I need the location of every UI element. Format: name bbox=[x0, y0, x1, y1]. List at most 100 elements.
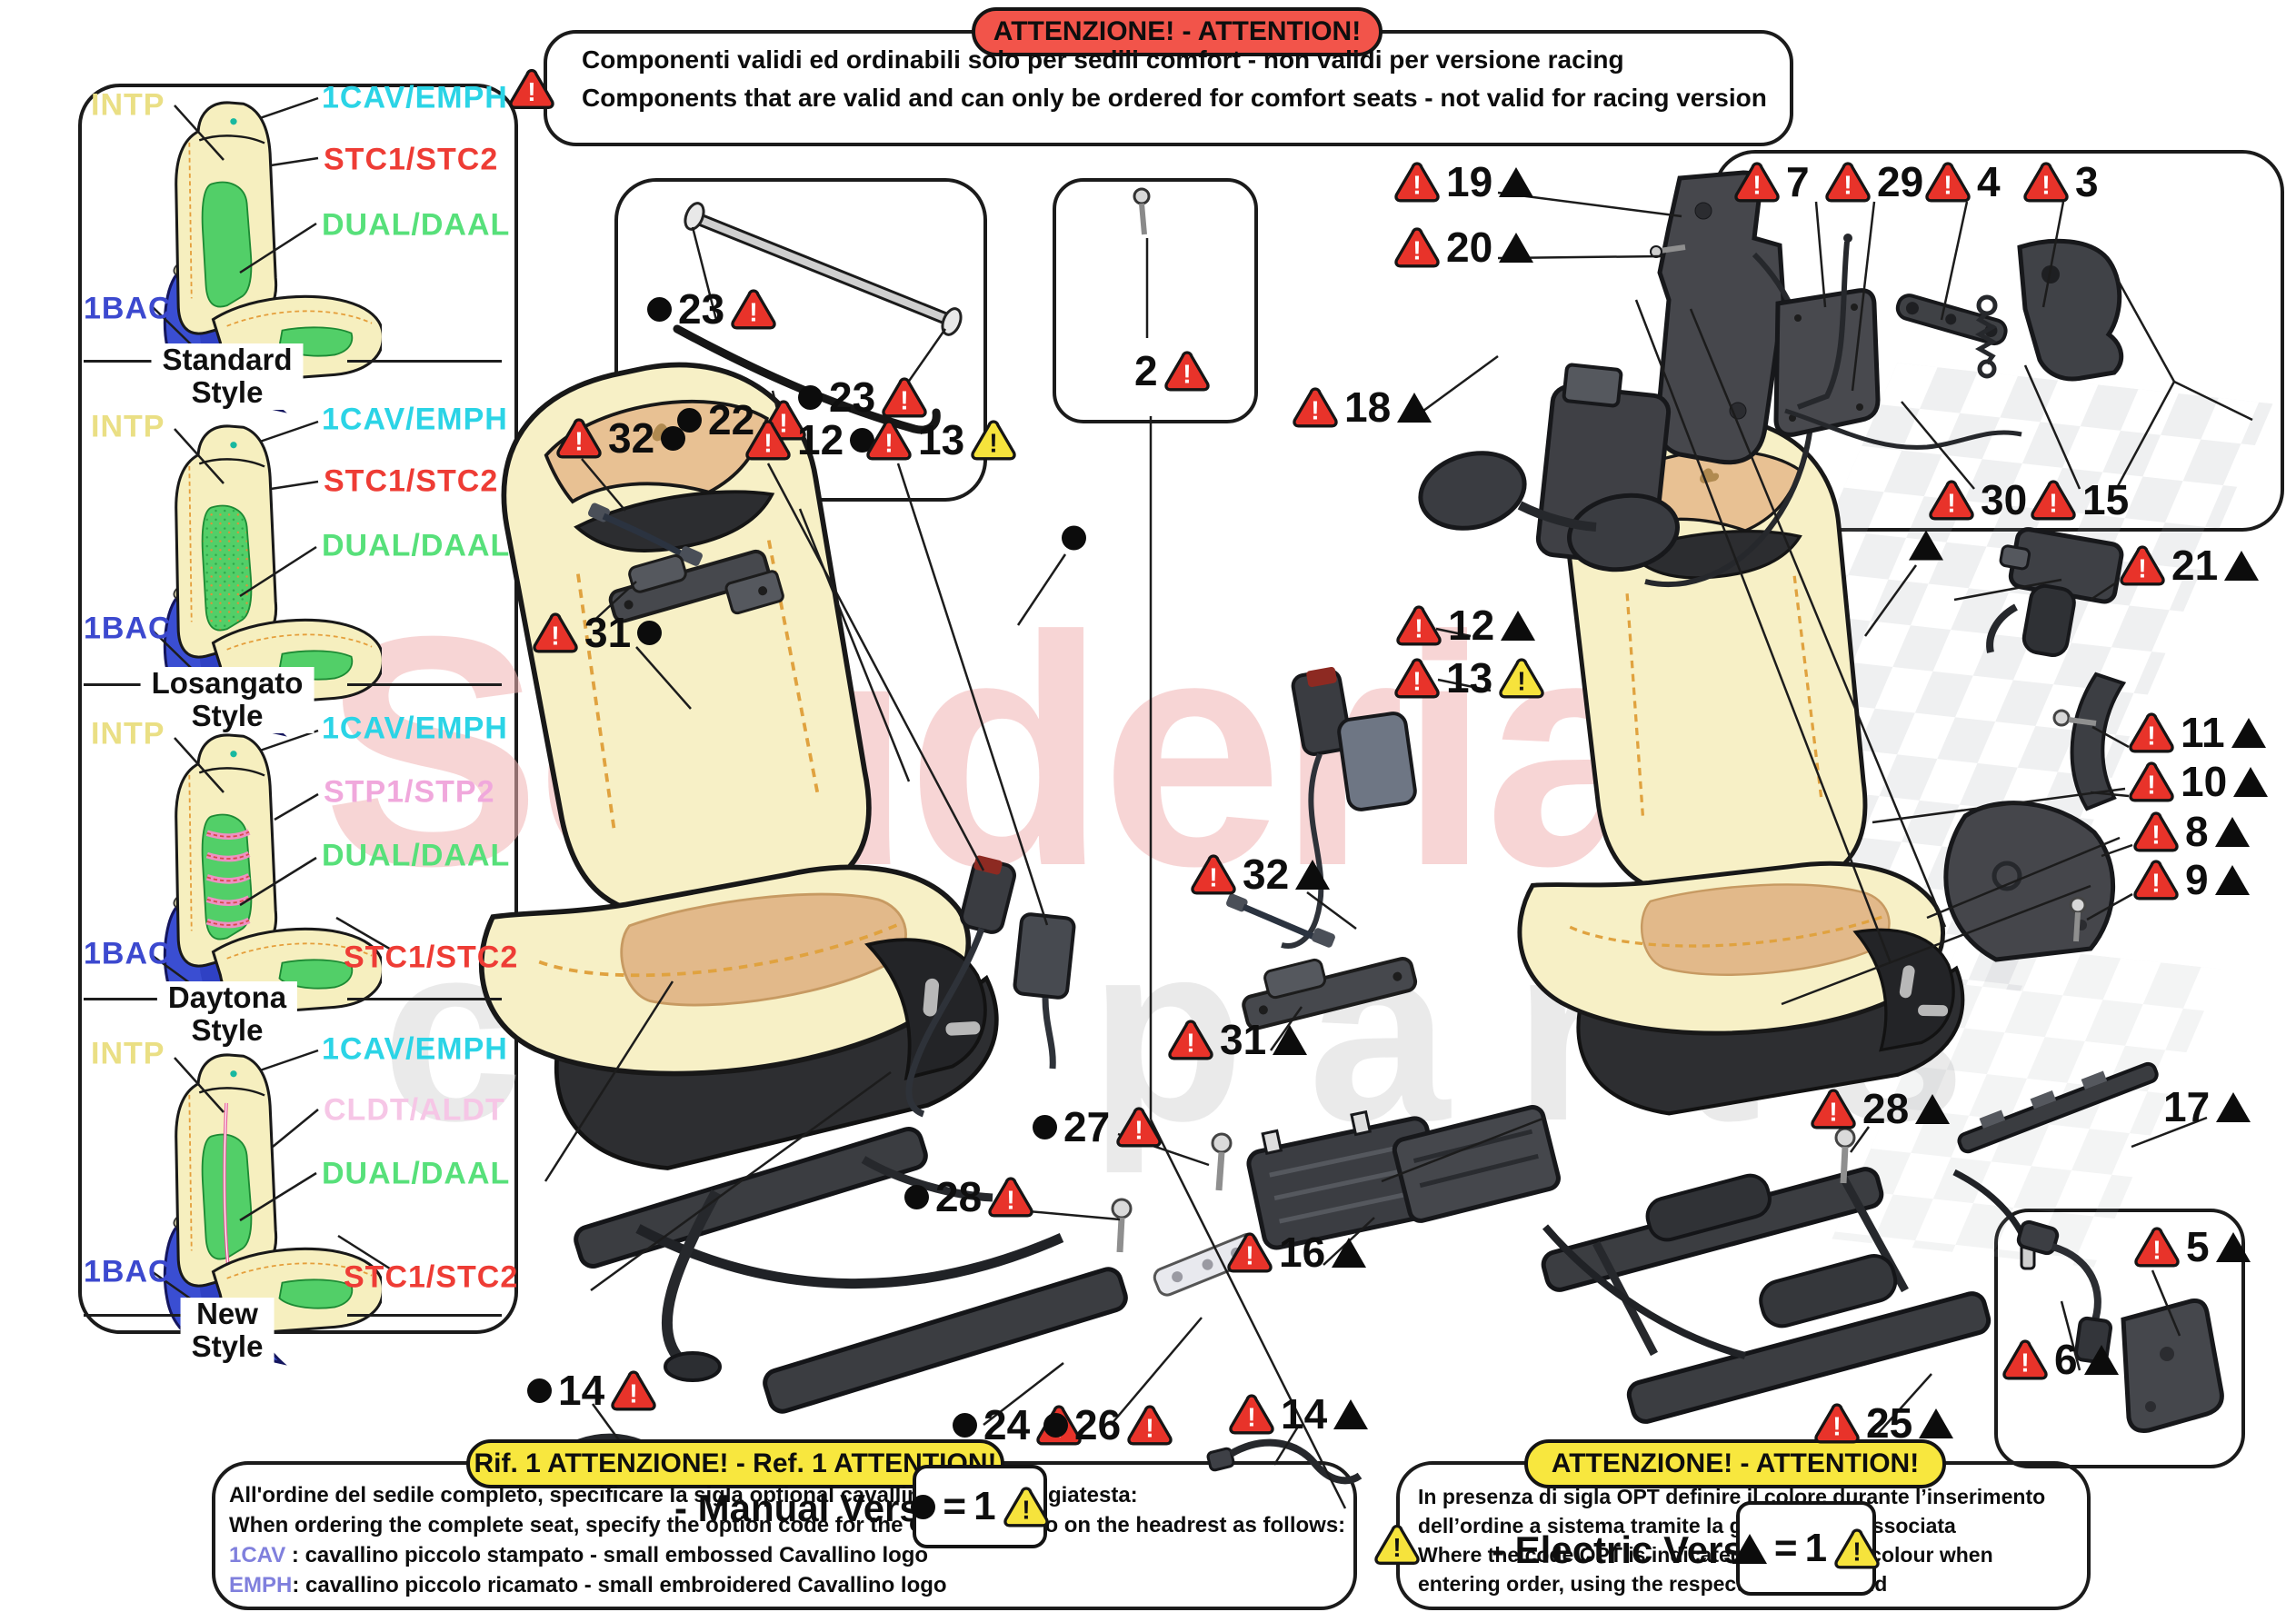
triangle-marker-icon bbox=[1273, 1024, 1308, 1055]
part-number: 31 bbox=[1220, 1016, 1267, 1063]
part-number: 11 bbox=[2181, 709, 2225, 756]
opt-notice-line1: In presenza di sigla OPT definire il col… bbox=[1418, 1485, 2046, 1508]
callout-inset-back-3: !3 bbox=[2023, 161, 2099, 203]
callout-inset-back-4: !4 bbox=[1925, 161, 2001, 203]
sensor-cable-6-and-bracket-5 bbox=[2016, 1219, 2224, 1433]
style-divider-line bbox=[347, 683, 502, 686]
triangle-marker-icon bbox=[1732, 1533, 1767, 1564]
warning-red-icon: ! bbox=[611, 1370, 656, 1411]
warning-red-icon: ! bbox=[533, 612, 578, 653]
sensor-inset-box bbox=[1994, 1209, 2245, 1468]
part-number: 32 bbox=[1243, 851, 1290, 898]
seat-standard-style-illustration bbox=[116, 87, 384, 445]
triangle-marker-icon bbox=[1499, 166, 1534, 197]
part-number: 18 bbox=[1344, 383, 1392, 431]
warning-red-icon: ! bbox=[2002, 1339, 2048, 1380]
svg-text:!: ! bbox=[1829, 1098, 1837, 1127]
svg-text:!: ! bbox=[1943, 171, 1952, 200]
trim-code-dual-daal: DUAL/DAAL bbox=[322, 528, 511, 563]
part-number: 15 bbox=[2082, 476, 2130, 523]
rail-trim-17 bbox=[1957, 1061, 2159, 1154]
legend-text: 1 bbox=[1804, 1526, 1828, 1570]
part-number: 28 bbox=[1862, 1085, 1910, 1132]
warning-red-icon: ! bbox=[1127, 1405, 1173, 1446]
warning-red-icon: ! bbox=[1811, 1089, 1856, 1129]
manual-version-legend: =1! bbox=[911, 1465, 1049, 1548]
callout-manual-27: 27! bbox=[1033, 1106, 1162, 1148]
warning-red-icon: ! bbox=[745, 420, 791, 461]
warning-red-icon: ! bbox=[1929, 480, 1974, 521]
svg-text:!: ! bbox=[2138, 554, 2146, 583]
svg-text:!: ! bbox=[1022, 1496, 1030, 1525]
style-divider-line bbox=[347, 1314, 502, 1317]
opt-notice-line3: Where the code OPT is indicated, specify… bbox=[1418, 1543, 1993, 1567]
svg-text:!: ! bbox=[2147, 721, 2155, 751]
callout-electric-12: !12 bbox=[1396, 602, 1536, 649]
callout-inset-back-30: !30 bbox=[1929, 479, 2027, 521]
part-number: 5 bbox=[2186, 1223, 2210, 1270]
part-number: 28 bbox=[935, 1173, 983, 1220]
top-notice-warning-icon: ! bbox=[509, 68, 554, 114]
callout-manual- bbox=[1062, 525, 1086, 551]
svg-text:!: ! bbox=[900, 386, 908, 415]
top-notice-line-en: Components that are valid and can only b… bbox=[582, 84, 1767, 112]
part-number: 31 bbox=[584, 609, 632, 656]
part-number: 26 bbox=[1074, 1401, 1122, 1448]
code-emph: EMPH bbox=[229, 1573, 293, 1597]
part-number: 22 bbox=[708, 396, 755, 443]
triangle-marker-icon bbox=[2216, 1091, 2251, 1122]
electric-seatbelt-buckle bbox=[1281, 666, 1417, 949]
trim-code-1bac: 1BAC bbox=[84, 611, 172, 646]
callout-manual-13: !13! bbox=[866, 419, 1016, 461]
warning-red-icon: ! bbox=[1825, 162, 1871, 203]
triangle-marker-icon bbox=[2224, 550, 2260, 581]
dot-marker-icon bbox=[1043, 1412, 1068, 1438]
warning-red-icon: ! bbox=[2023, 162, 2069, 203]
callout-manual-26: 26! bbox=[1043, 1404, 1173, 1446]
trim-code-stc1-stc2: STC1/STC2 bbox=[344, 1259, 519, 1295]
part-number: 12 bbox=[1448, 602, 1495, 649]
callout-manual-31: !31 bbox=[533, 609, 663, 656]
dot-marker-icon bbox=[647, 296, 672, 322]
dot-marker-icon bbox=[953, 1412, 977, 1438]
warning-red-icon: ! bbox=[556, 418, 602, 459]
svg-text:!: ! bbox=[527, 78, 535, 107]
warning-red-icon: ! bbox=[988, 1177, 1033, 1218]
warning-yellow-icon: ! bbox=[1499, 658, 1544, 699]
callout-inset-back-7: !7 bbox=[1734, 161, 1810, 203]
headrest-rod-part bbox=[673, 202, 963, 434]
part-number: 13 bbox=[918, 416, 965, 463]
manual-seatbelt-buckles bbox=[905, 855, 1076, 1118]
callout-manual-14: 14! bbox=[527, 1369, 656, 1411]
triangle-marker-icon bbox=[1332, 1237, 1367, 1268]
callout-electric-25: !25 bbox=[1814, 1402, 1954, 1444]
callout-inset-back-29: !29 bbox=[1825, 161, 1923, 203]
dot-marker-icon bbox=[527, 1378, 552, 1403]
svg-text:!: ! bbox=[989, 429, 997, 458]
triangle-marker-icon bbox=[2214, 816, 2250, 847]
svg-text:!: ! bbox=[2147, 771, 2155, 800]
svg-text:!: ! bbox=[1186, 1029, 1194, 1058]
callout-electric-18: !18 bbox=[1293, 383, 1433, 431]
triangle-marker-icon bbox=[1295, 859, 1331, 890]
part-number: 13 bbox=[1446, 654, 1493, 702]
style-divider-line bbox=[84, 1314, 245, 1317]
dot-marker-icon bbox=[1033, 1114, 1057, 1139]
warning-red-icon: ! bbox=[2133, 860, 2179, 901]
svg-text:!: ! bbox=[1413, 667, 1421, 696]
warning-red-icon: ! bbox=[1191, 854, 1236, 895]
warning-red-icon: ! bbox=[1116, 1107, 1162, 1148]
warning-red-icon: ! bbox=[509, 68, 554, 110]
dot-marker-icon bbox=[1062, 525, 1086, 551]
svg-text:!: ! bbox=[2151, 821, 2160, 850]
style-divider-line bbox=[347, 998, 502, 1000]
triangle-marker-icon bbox=[1919, 1408, 1954, 1438]
svg-text:!: ! bbox=[629, 1379, 637, 1408]
trim-code-1bac: 1BAC bbox=[84, 291, 172, 326]
manual-actuator-31 bbox=[608, 549, 784, 623]
part-number: 32 bbox=[608, 414, 655, 462]
trim-code-dual-daal: DUAL/DAAL bbox=[322, 1156, 511, 1191]
